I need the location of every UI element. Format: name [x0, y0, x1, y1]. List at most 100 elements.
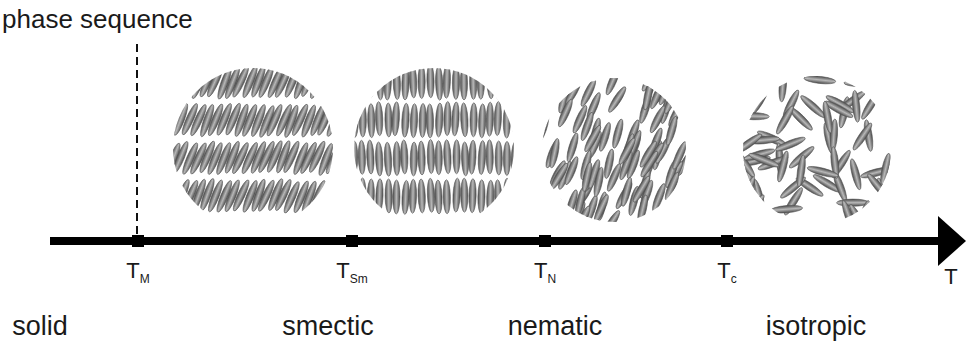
- molecule-rod: [299, 64, 319, 98]
- molecule-rod: [851, 121, 875, 152]
- axis-symbol: T: [717, 258, 730, 283]
- molecule-rod: [748, 151, 780, 170]
- axis-label: Tc: [717, 260, 736, 285]
- molecule-rod: [350, 66, 358, 100]
- molecule-rod: [752, 61, 769, 94]
- molecule-rod: [351, 104, 358, 138]
- axis-subscript: M: [140, 272, 150, 286]
- molecule-rod: [384, 66, 392, 100]
- molecule-rod: [840, 199, 857, 232]
- molecule-rod: [486, 180, 494, 214]
- molecule-rod: [393, 180, 400, 214]
- axis-subscript: c: [731, 272, 737, 286]
- molecule-rod: [563, 155, 581, 186]
- axis-tick: [346, 235, 358, 247]
- molecule-rod: [470, 103, 478, 137]
- molecule-rod: [503, 178, 510, 212]
- molecule-rod: [417, 141, 425, 175]
- molecule-rod: [512, 65, 519, 99]
- molecule-rod: [359, 65, 368, 99]
- molecule-rod: [603, 148, 616, 179]
- molecule-rod: [393, 142, 401, 176]
- phase-name: isotropic: [766, 313, 867, 340]
- molecule-rod: [737, 112, 769, 120]
- molecule-rod: [486, 140, 494, 174]
- molecule-groups: [163, 60, 904, 239]
- molecule-rod: [316, 142, 335, 176]
- molecule-rod: [619, 176, 634, 207]
- molecule-rod: [409, 64, 418, 98]
- molecule-rod: [443, 180, 451, 214]
- molecule-rod: [565, 132, 580, 163]
- molecule-rod: [641, 80, 654, 111]
- molecule-rod: [663, 171, 681, 201]
- molecule-rod: [582, 124, 603, 154]
- molecule-rod: [571, 104, 590, 134]
- molecule-rod: [656, 63, 675, 93]
- molecule-rod: [503, 64, 511, 98]
- molecule-rod: [468, 140, 477, 174]
- molecule-rod: [774, 104, 796, 135]
- molecule-rod: [767, 210, 793, 239]
- molecule-rod: [859, 90, 882, 121]
- molecule-rod: [535, 108, 551, 139]
- molecule-rod: [418, 65, 425, 99]
- molecule-rod: [366, 64, 374, 98]
- molecule-rod: [511, 141, 520, 175]
- molecule-rod: [190, 66, 209, 100]
- axis-label: TN: [534, 260, 556, 285]
- molecule-rod: [434, 180, 442, 214]
- molecule-rod: [385, 179, 393, 213]
- molecule-rod: [367, 179, 375, 213]
- molecule-rod: [631, 174, 652, 203]
- molecule-rod: [375, 102, 383, 136]
- temperature-axis: [50, 237, 942, 245]
- molecule-rod: [325, 104, 346, 138]
- molecule-rod: [563, 77, 584, 107]
- molecule-rod: [486, 102, 494, 136]
- molecule-rod: [778, 70, 788, 102]
- axis-label: T: [944, 266, 957, 288]
- molecule-rod: [664, 115, 679, 146]
- phase-name: nematic: [508, 313, 603, 340]
- molecule-rod: [443, 140, 452, 174]
- molecule-rod: [426, 104, 434, 138]
- molecule-rod: [410, 104, 418, 138]
- molecule-rod: [494, 101, 502, 135]
- molecule-rod: [879, 153, 893, 186]
- molecule-rod: [401, 180, 410, 214]
- molecule-rod: [662, 85, 681, 115]
- molecule-rod: [427, 139, 435, 173]
- molecule-rod: [452, 178, 461, 212]
- molecule-rod: [316, 178, 337, 212]
- molecule-rod: [503, 104, 511, 138]
- molecule-rod: [674, 83, 687, 114]
- molecule-rod: [541, 80, 557, 111]
- molecule-rod: [478, 140, 487, 174]
- molecule-rod: [316, 65, 335, 99]
- molecule-rod: [401, 66, 409, 100]
- molecule-rod: [604, 66, 622, 96]
- molecule-rod: [681, 174, 697, 205]
- molecule-rod: [532, 60, 550, 91]
- molecule-rod: [495, 66, 503, 100]
- molecule-rod: [324, 141, 345, 175]
- molecule-rod: [435, 103, 444, 137]
- molecule-rod: [844, 79, 876, 87]
- molecule-rod: [670, 140, 689, 170]
- molecule-rod: [511, 180, 518, 214]
- molecule-rod: [308, 179, 328, 213]
- molecule-rod: [677, 194, 698, 224]
- diagram-title: phase sequence: [2, 6, 193, 32]
- molecule-rod: [549, 198, 564, 229]
- molecule-rod: [669, 71, 685, 102]
- molecule-circle: [733, 60, 904, 239]
- molecule-rod: [494, 180, 503, 214]
- molecule-rod: [351, 180, 359, 214]
- molecule-rod: [366, 140, 375, 174]
- molecule-rod: [548, 138, 561, 169]
- axis-symbol: T: [336, 258, 349, 283]
- molecule-rod: [367, 104, 375, 138]
